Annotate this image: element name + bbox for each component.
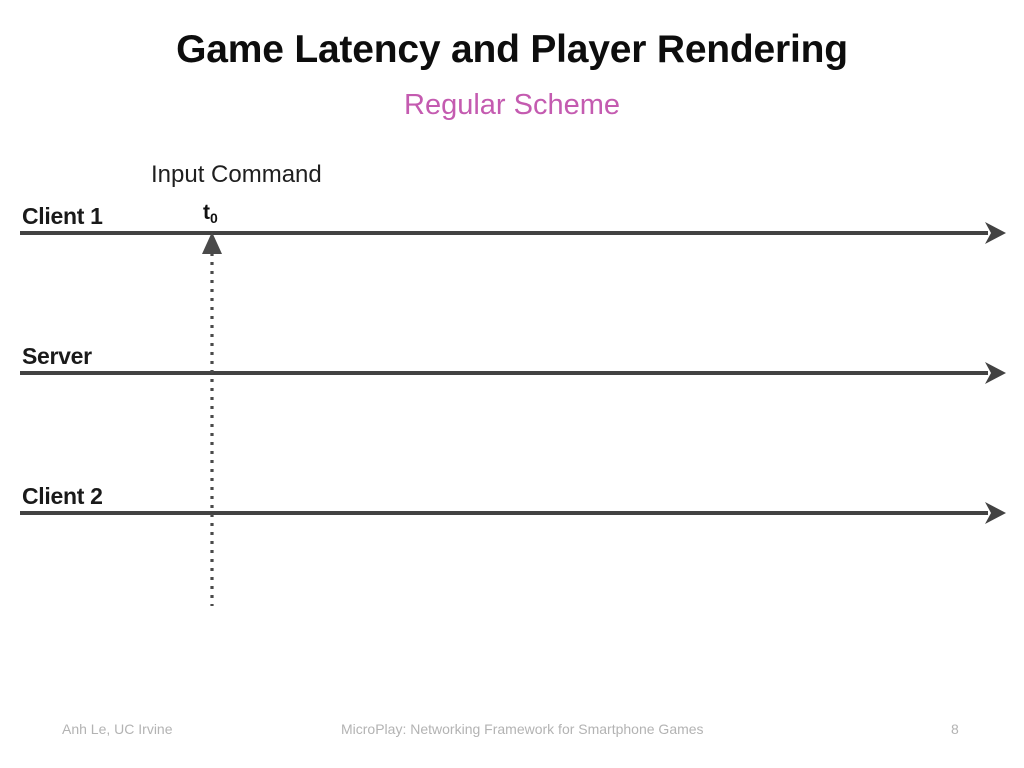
time-marker-subscript: 0 [210,210,218,226]
lane-label-client-1: Client 1 [22,203,103,229]
lane-label-server: Server [22,343,92,369]
slide-footer: Anh Le, UC Irvine MicroPlay: Networking … [0,721,1024,745]
arrowhead-right-client-1 [985,222,1006,244]
arrowhead-right-server [985,362,1006,384]
lane-label-client-2: Client 2 [22,483,103,509]
timeline-server [20,362,1006,384]
arrowhead-right-client-2 [985,502,1006,524]
footer-page-number: 8 [951,721,959,737]
page-title: Game Latency and Player Rendering [176,28,848,71]
input-command-annotation: Input Command [151,161,322,188]
footer-author: Anh Le, UC Irvine [62,721,173,737]
time-marker-letter: t [203,201,210,224]
timeline-client-2 [20,502,1006,524]
footer-paper-title: MicroPlay: Networking Framework for Smar… [341,721,704,737]
input-command-up-triangle-icon [202,232,222,254]
time-marker-label: t0 [203,201,218,226]
page-subtitle: Regular Scheme [404,89,620,121]
timeline-client-1 [20,222,1006,244]
